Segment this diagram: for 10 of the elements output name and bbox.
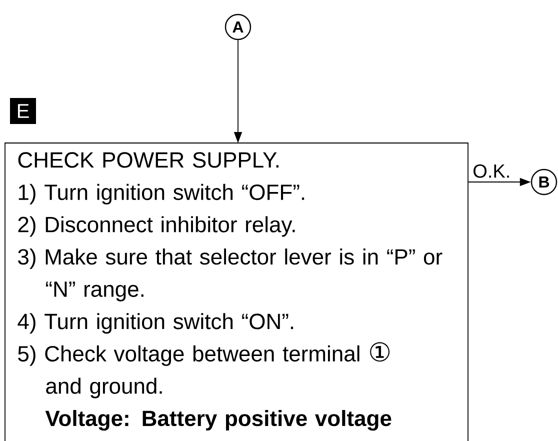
circled-letter: A [224,14,252,40]
circled-letter: B [530,168,558,196]
step-text: 3) Make sure that selector lever is in “P” or “N” range. [18,248,442,302]
step-text: 2) Disconnect inhibitor relay. [18,216,295,237]
heading: CHECK POWER SUPPLY. [18,152,278,168]
step-text: 5) Check voltage between terminal ① and ground. [18,342,390,398]
step-text: 4) Turn ignition switch “ON”. [18,313,294,334]
edge-label: O.K. [472,163,512,179]
result-text: Voltage: Battery positive voltage [45,410,392,431]
step-text: 1) Turn ignition switch “OFF”. [18,184,304,204]
